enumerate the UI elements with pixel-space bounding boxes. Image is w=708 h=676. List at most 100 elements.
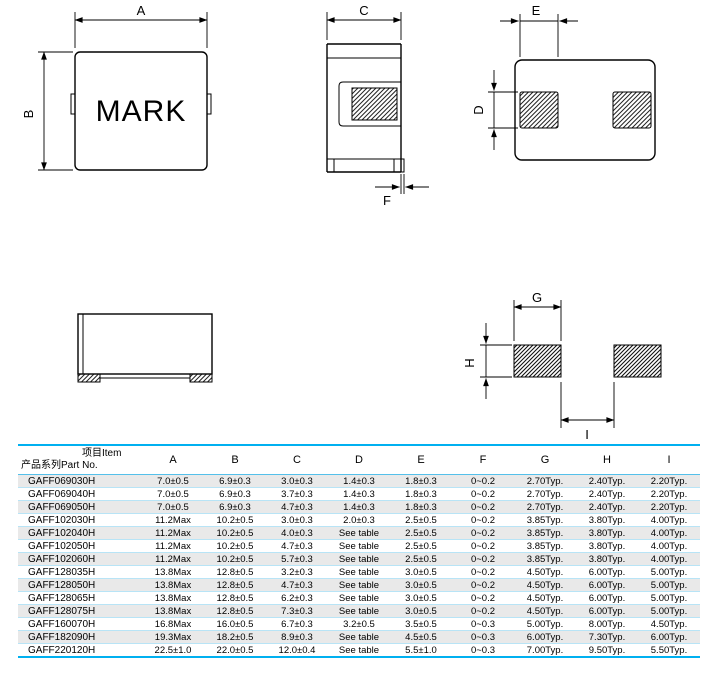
dimension-cell: 2.5±0.5 [390, 513, 452, 527]
dimension-cell: 0~0.3 [452, 630, 514, 644]
dimension-cell: 13.8Max [142, 591, 204, 605]
land-pattern-drawing: G H I [462, 290, 662, 442]
part-number-cell: GAFF102060H [18, 552, 142, 566]
dimension-cell: 3.85Typ. [514, 526, 576, 540]
dimension-cell: See table [338, 644, 380, 656]
dimension-cell: 2.40Typ. [576, 500, 638, 514]
part-number-cell: GAFF182090H [18, 630, 142, 644]
dimension-cell: 4.50Typ. [514, 604, 576, 618]
dimension-cell: 4.7±0.3 [266, 578, 328, 592]
item-partno-header: 项目Item 产品系列Part No. [18, 445, 142, 475]
dimension-cell: 3.85Typ. [514, 552, 576, 566]
dimension-cell: 3.80Typ. [576, 552, 638, 566]
part-number-cell: GAFF160070H [18, 617, 142, 631]
dimension-cell: 5.7±0.3 [266, 552, 328, 566]
column-header-c: C [266, 445, 328, 475]
dimension-cell: 2.20Typ. [638, 500, 700, 514]
dimension-cell: 11.2Max [142, 513, 204, 527]
column-header-e: E [390, 445, 452, 475]
dimension-cell: 10.2±0.5 [204, 513, 266, 527]
dimension-cell: 5.00Typ. [638, 565, 700, 579]
dimension-cell: See table [328, 552, 390, 566]
partno-label: 产品系列Part No. [21, 460, 98, 471]
dimension-cell: 16.0±0.5 [204, 617, 266, 631]
component-body-bottom [514, 59, 656, 161]
profile-view-drawing [77, 313, 213, 383]
dimension-cell: 11.2Max [142, 526, 204, 540]
bottom-view-drawing: E D [471, 3, 656, 161]
dimension-cell: 3.0±0.5 [390, 604, 452, 618]
dimension-cell: 0~0.2 [452, 552, 514, 566]
dimension-cell: 4.00Typ. [638, 513, 700, 527]
dimension-cell: 4.7±0.3 [266, 500, 328, 514]
dimension-cell: 3.80Typ. [576, 526, 638, 540]
dimension-cell: 13.8Max [142, 565, 204, 579]
right-terminal-edge [206, 93, 212, 115]
dimension-cell: See table [328, 565, 390, 579]
dimension-cell: 3.7±0.3 [266, 487, 328, 501]
dimension-cell: See table [328, 578, 390, 592]
part-number-cell: GAFF128065H [18, 591, 142, 605]
dimension-cell: 9.50Typ. [588, 644, 626, 656]
dimension-cell: 3.0±0.5 [390, 578, 452, 592]
dimension-cell: 2.0±0.3 [328, 513, 390, 527]
dimension-cell: 19.3Max [142, 630, 204, 644]
dimension-cell: 4.50Typ. [514, 578, 576, 592]
dimension-cell: 5.00Typ. [638, 604, 700, 618]
side-view-drawing: C F [326, 3, 429, 208]
dimension-cell: 7.0±0.5 [142, 474, 204, 488]
dimension-cell: 3.0±0.5 [390, 591, 452, 605]
left-terminal-edge [70, 93, 76, 115]
dimension-label-e: E [532, 3, 541, 18]
terminal-clip-outline [338, 81, 352, 127]
part-number-cell: GAFF069030H [18, 474, 142, 488]
dimension-cell: 6.00Typ. [576, 565, 638, 579]
dimension-cell: 1.4±0.3 [328, 500, 390, 514]
dimension-cell: 5.00Typ. [638, 591, 700, 605]
left-terminal-pad [519, 91, 559, 129]
dimension-label-g: G [532, 290, 542, 305]
dimension-cell: 6.9±0.3 [204, 474, 266, 488]
part-number-cell: GAFF069050H [18, 500, 142, 514]
dimension-cell: 2.40Typ. [576, 474, 638, 488]
left-land-pad [513, 344, 562, 378]
dimension-cell: See table [328, 604, 390, 618]
part-number-cell: GAFF220120H [28, 644, 96, 656]
dimension-cell: 13.8Max [142, 604, 204, 618]
dimension-cell: 0~0.2 [452, 474, 514, 488]
dimension-cell: 7.3±0.3 [266, 604, 328, 618]
dimension-cell: 3.0±0.3 [266, 513, 328, 527]
dimension-cell: 4.00Typ. [638, 552, 700, 566]
column-header-h: H [576, 445, 638, 475]
dimension-cell: 6.00Typ. [638, 630, 700, 644]
dimension-cell: 6.2±0.3 [266, 591, 328, 605]
dimension-cell: 0~0.2 [452, 604, 514, 618]
dimension-cell: 11.2Max [142, 552, 204, 566]
dimension-cell: 6.00Typ. [576, 591, 638, 605]
dimension-cell: 6.7±0.3 [266, 617, 328, 631]
dimension-cell: 6.00Typ. [576, 604, 638, 618]
dimension-cell: 18.2±0.5 [204, 630, 266, 644]
dimension-cell: 4.50Typ. [638, 617, 700, 631]
dimension-cell: 2.70Typ. [514, 500, 576, 514]
dimension-cell: 13.8Max [142, 578, 204, 592]
dimension-cell: 5.00Typ. [638, 578, 700, 592]
dimension-cell: 3.85Typ. [514, 513, 576, 527]
left-foot-hatched [77, 373, 101, 383]
dimension-cell: 4.0±0.3 [266, 526, 328, 540]
dimension-cell: 7.0±0.5 [142, 500, 204, 514]
right-foot-hatched [189, 373, 213, 383]
dimension-cell: 0~0.2 [452, 578, 514, 592]
column-header-g: G [514, 445, 576, 475]
dimension-cell: 0~0.2 [452, 487, 514, 501]
